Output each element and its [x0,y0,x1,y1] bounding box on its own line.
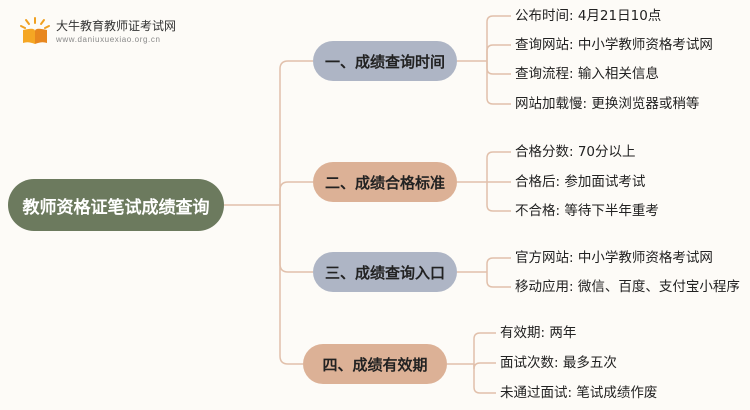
connector-line [486,15,511,61]
leaf-item: 查询流程: 输入相关信息 [515,66,659,82]
leaf-item: 面试次数: 最多五次 [500,355,617,371]
connector-line [486,61,511,105]
site-title: 大牛教育教师证考试网 [56,19,177,33]
connector-line [486,257,511,272]
leaf-item: 有效期: 两年 [500,325,577,341]
open-book-logo-icon [20,17,50,44]
connector-line [486,182,511,212]
leaf-item: 不合格: 等待下半年重考 [515,203,659,219]
connector-line [486,272,511,288]
leaf-item: 移动应用: 微信、百度、支付宝小程序 [515,279,740,295]
connector-line [279,60,313,205]
leaf-item: 公布时间: 4月21日10点 [515,8,662,24]
branch-node: 四、成绩有效期 [303,344,447,384]
connector-line [473,332,496,364]
connector-line [473,362,496,370]
connector-line [279,205,303,365]
leaf-item: 官方网站: 中小学教师资格考试网 [515,250,713,266]
branch-node: 一、成绩查询时间 [313,41,457,81]
site-url: www.daniuxuexiao.org.cn [56,35,161,44]
leaf-item: 网站加载慢: 更换浏览器或稍等 [515,96,700,112]
leaf-item: 未通过面试: 笔试成绩作废 [500,385,658,401]
leaf-item: 查询网站: 中小学教师资格考试网 [515,37,713,53]
branch-node: 二、成绩合格标准 [313,162,457,202]
leaf-item: 合格分数: 70分以上 [515,144,636,160]
connector-line [486,61,511,75]
leaf-item: 合格后: 参加面试考试 [515,174,646,190]
connector-line [279,181,313,205]
connector-line [486,44,511,61]
root-node: 教师资格证笔试成绩查询 [8,179,224,231]
connector-line [473,364,496,394]
branch-node: 三、成绩查询入口 [313,252,457,292]
connector-line [486,151,511,182]
connector-line [279,205,313,273]
